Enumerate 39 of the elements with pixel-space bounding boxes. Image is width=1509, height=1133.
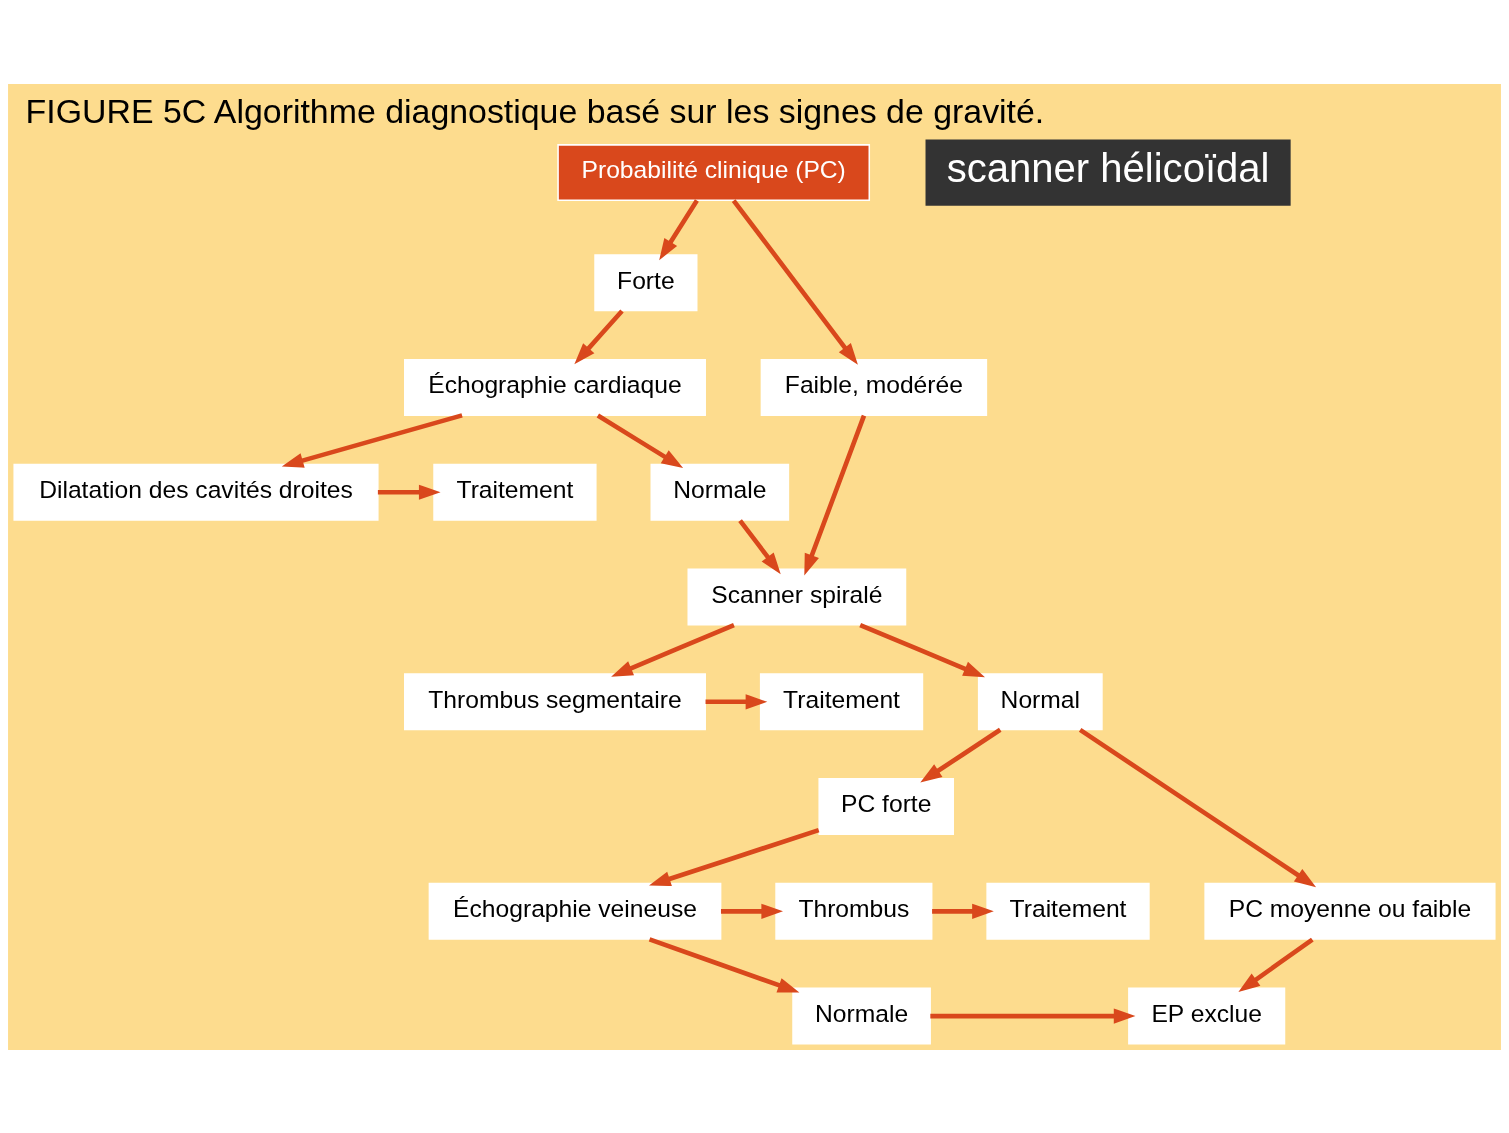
arrow [859,622,985,677]
node-box: Normal [977,672,1103,730]
arrow [920,727,1002,783]
node-box: Thrombus segmentaire [404,672,706,730]
node-box: Probabilité clinique (PC) [557,143,871,201]
diagram-title: FIGURE 5C Algorithme diagnostique basé sur les signes de gravité. [25,91,1045,130]
node-box: Dilatation des cavités droites [13,463,379,521]
node-box: Traitement [986,882,1150,940]
node-box: Normale [650,463,790,521]
node-box: Scanner spiralé [687,568,907,626]
node-box: PC forte [818,777,954,835]
node-box: Thrombus [775,882,933,940]
node-box: EP exclue [1128,987,1286,1045]
arrow [930,1008,1136,1024]
arrow [648,936,800,992]
arrow [281,412,463,468]
arrow [574,308,624,364]
arrow [1238,937,1314,992]
arrow [721,903,783,919]
arrow [377,484,441,500]
node-box: PC moyenne ou faible [1204,882,1496,940]
node-box: Faible, modérée [760,358,988,416]
node-box: Normale [792,987,931,1045]
arrow [611,622,735,677]
arrow [804,414,867,576]
node-box: Échographie cardiaque [404,358,706,416]
arrow [705,693,768,709]
arrow [738,518,781,574]
node-box: Traitement [759,672,924,730]
arrow [659,198,699,260]
arrow [1078,727,1317,887]
label: scanner hélicoïdal [946,145,1270,190]
node-box: Échographie veineuse [428,882,722,940]
arrow [649,827,820,886]
arrow [932,903,994,919]
arrow [731,198,858,365]
node-box: Forte [594,253,698,311]
node-box: Traitement [433,463,597,521]
arrow [596,413,684,468]
